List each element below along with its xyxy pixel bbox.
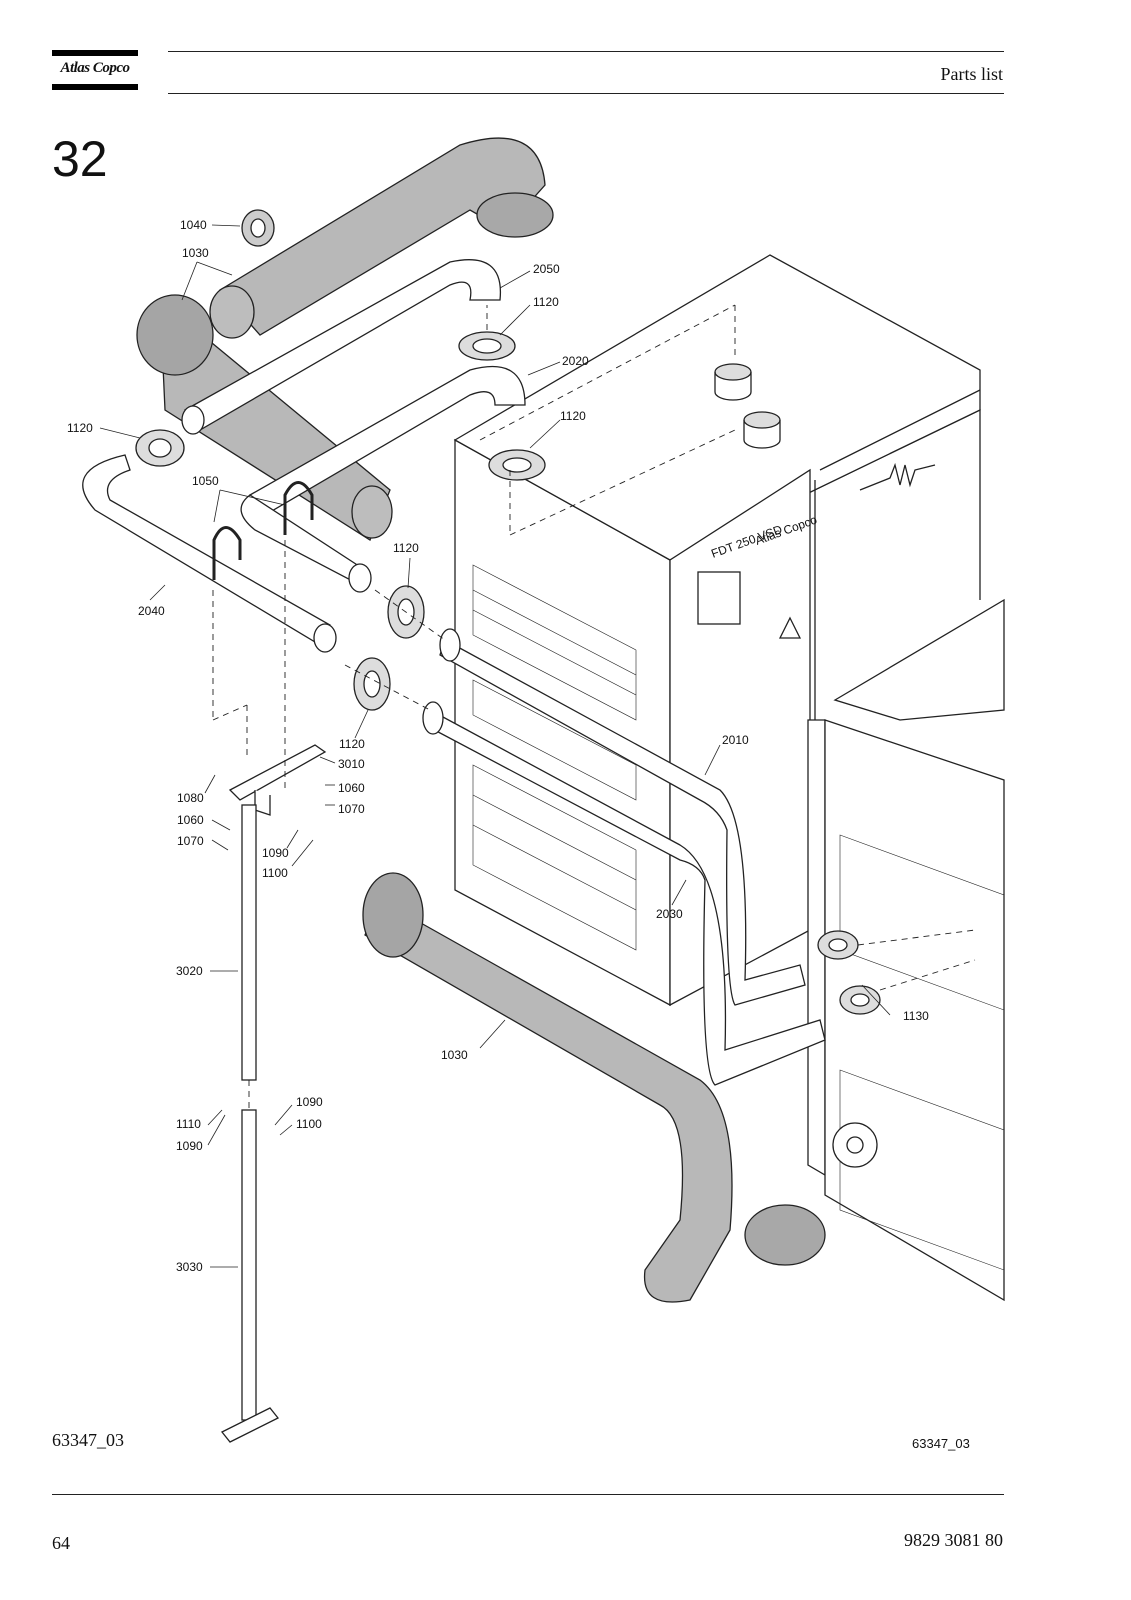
pipe-2030 <box>422 701 826 1086</box>
part-label-1120: 1120 <box>393 541 419 555</box>
alignment-lines <box>212 304 976 1110</box>
support-stand <box>220 744 327 1443</box>
part-label-1130: 1130 <box>903 1009 929 1023</box>
part-label-1120: 1120 <box>339 737 365 751</box>
clamp-1120-c <box>488 449 546 481</box>
control-panel <box>697 571 741 625</box>
duct-1030-upper <box>136 137 554 541</box>
part-label-3010: 3010 <box>338 757 365 771</box>
machine-logo-wave-icon <box>859 462 936 491</box>
part-label-1120: 1120 <box>560 409 586 423</box>
u-bolt-1050-a <box>212 526 242 580</box>
part-label-1050: 1050 <box>192 474 219 488</box>
part-label-2050: 2050 <box>533 262 560 276</box>
part-label-2040: 2040 <box>138 604 165 618</box>
grille-upper <box>472 564 637 721</box>
part-label-1040: 1040 <box>180 218 207 232</box>
clamp-1130-a <box>817 930 859 960</box>
part-label-3030: 3030 <box>176 1260 203 1274</box>
leader-lines <box>99 224 891 1268</box>
part-label-1060: 1060 <box>177 813 204 827</box>
part-label-1100: 1100 <box>262 866 288 880</box>
u-bolt-1050-b <box>283 481 314 535</box>
part-label-1070: 1070 <box>338 802 365 816</box>
footer-rule <box>52 1494 1004 1495</box>
part-label-1060: 1060 <box>338 781 365 795</box>
figure-id-right: 63347_03 <box>912 1436 970 1451</box>
clamp-1120-e <box>353 657 391 711</box>
part-label-1120: 1120 <box>67 421 93 435</box>
part-label-1030: 1030 <box>182 246 209 260</box>
atlas-copco-logo: Atlas Copco <box>52 50 138 92</box>
part-label-2010: 2010 <box>722 733 749 747</box>
part-label-1110: 1110 <box>176 1117 201 1131</box>
section-number: 32 <box>52 131 108 187</box>
clamp-1120-b <box>135 429 185 467</box>
clamp-1120-a <box>458 331 516 361</box>
page-title: Parts list <box>940 64 1003 84</box>
page-number: 64 <box>52 1533 70 1553</box>
part-labels: 1040 1030 2050 1120 2020 1120 1120 1050 1120 2040… <box>67 218 929 1274</box>
part-label-1080: 1080 <box>177 791 204 805</box>
part-label-1100: 1100 <box>296 1117 322 1131</box>
header-rule-top <box>168 51 1004 52</box>
dryer-cabinet: FDT 250 VSD Atlas Copco <box>453 254 981 1007</box>
part-label-1090: 1090 <box>296 1095 323 1109</box>
part-label-2030: 2030 <box>656 907 683 921</box>
part-label-1030: 1030 <box>441 1048 468 1062</box>
part-label-1070: 1070 <box>177 834 204 848</box>
part-label-1120: 1120 <box>533 295 559 309</box>
logo-text: Atlas Copco <box>60 60 130 76</box>
pipe-2050 <box>181 259 502 435</box>
pipe-2020 <box>249 365 526 516</box>
grille-lower <box>472 764 637 951</box>
pipe-2040 <box>82 454 372 653</box>
part-label-1090: 1090 <box>176 1139 203 1153</box>
gasket-1040 <box>241 209 275 247</box>
part-label-1090: 1090 <box>262 846 289 860</box>
clamp-1130-b <box>839 985 881 1015</box>
figure-id-left: 63347_03 <box>52 1430 124 1450</box>
part-label-2020: 2020 <box>562 354 589 368</box>
grille-middle <box>472 679 637 801</box>
part-label-3020: 3020 <box>176 964 203 978</box>
duct-1030-lower <box>362 872 826 1303</box>
document-number: 9829 3081 80 <box>904 1530 1003 1550</box>
pipe-2010 <box>439 628 806 1006</box>
adjacent-unit <box>807 598 1005 1302</box>
header-rule-bottom <box>168 93 1004 94</box>
warning-triangle-icon <box>778 616 802 639</box>
